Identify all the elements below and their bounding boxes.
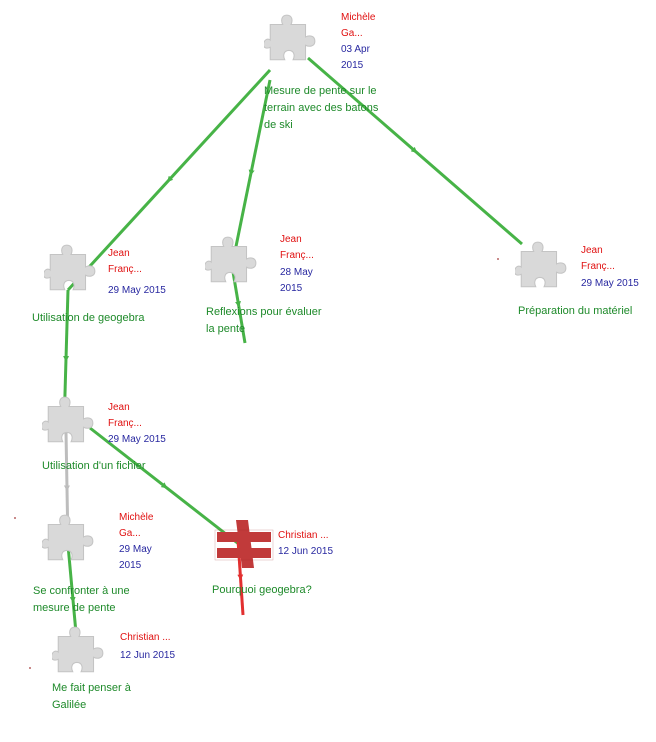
node-author: Jean Franç... [108, 402, 142, 429]
node-author: Michèle Ga... [341, 12, 376, 39]
node-date: 12 Jun 2015 [278, 546, 334, 557]
node-date: 12 Jun 2015 [120, 650, 176, 661]
puzzle-piece-icon[interactable] [42, 510, 96, 568]
node-author: Jean Franç... [581, 245, 615, 272]
node-title[interactable]: Me fait penser à Galilée [52, 682, 131, 711]
node-author: Michèle Ga... [119, 512, 154, 539]
node-preparation-materiel[interactable]: Jean Franç... 29 May 2015 Préparation du… [515, 237, 656, 357]
node-title[interactable]: Reflexions pour évaluer la pente [206, 306, 322, 335]
node-utilisation-fichier[interactable]: Jean Franç... 29 May 2015 Utilisation d'… [42, 392, 282, 512]
node-date: 29 May 2015 [108, 285, 166, 296]
node-date: 29 May 2015 [119, 544, 152, 571]
node-galilee[interactable]: Christian ... 12 Jun 2015 Me fait penser… [52, 622, 292, 742]
node-title[interactable]: Pourquoi geogebra? [212, 584, 312, 596]
stray-mark [497, 258, 499, 260]
node-se-confronter[interactable]: Michèle Ga... 29 May 2015 Se confronter … [33, 510, 282, 630]
node-author: Jean Franç... [108, 248, 142, 275]
contribution-graph [62, 56, 523, 656]
puzzle-piece-icon[interactable] [52, 622, 106, 680]
node-author: Christian ... [278, 530, 329, 541]
node-title[interactable]: Utilisation de geogebra [32, 312, 145, 324]
node-title[interactable]: Utilisation d'un fichier [42, 460, 146, 472]
stray-mark [29, 667, 31, 669]
stray-mark [14, 517, 16, 519]
node-author: Christian ... [120, 632, 171, 643]
puzzle-piece-icon[interactable] [42, 392, 96, 450]
node-date: 03 Apr 2015 [341, 44, 370, 71]
puzzle-piece-icon[interactable] [44, 240, 98, 298]
node-date: 29 May 2015 [108, 434, 166, 445]
node-title[interactable]: Mesure de pente sur le terrain avec des … [264, 85, 379, 131]
node-mesure-de-pente[interactable]: Michèle Ga... 03 Apr 2015 Mesure de pent… [264, 10, 504, 131]
puzzle-piece-icon[interactable] [515, 237, 569, 295]
node-title[interactable]: Préparation du matériel [518, 305, 633, 317]
node-date: 29 May 2015 [581, 278, 639, 289]
node-utilisation-geogebra[interactable]: Jean Franç... 29 May 2015 Utilisation de… [32, 240, 284, 360]
puzzle-piece-icon[interactable] [264, 10, 318, 68]
node-date: 28 May 2015 [280, 267, 313, 294]
puzzle-piece-icon[interactable] [205, 232, 259, 290]
node-author: Jean Franç... [280, 234, 314, 261]
node-title[interactable]: Se confronter à une mesure de pente [33, 585, 130, 614]
node-reflexions[interactable]: Jean Franç... 28 May 2015 Reflexions pou… [205, 232, 445, 352]
not-equal-icon[interactable] [214, 518, 274, 570]
node-pourquoi-geogebra[interactable]: Christian ... 12 Jun 2015 Pourquoi geoge… [212, 518, 454, 638]
